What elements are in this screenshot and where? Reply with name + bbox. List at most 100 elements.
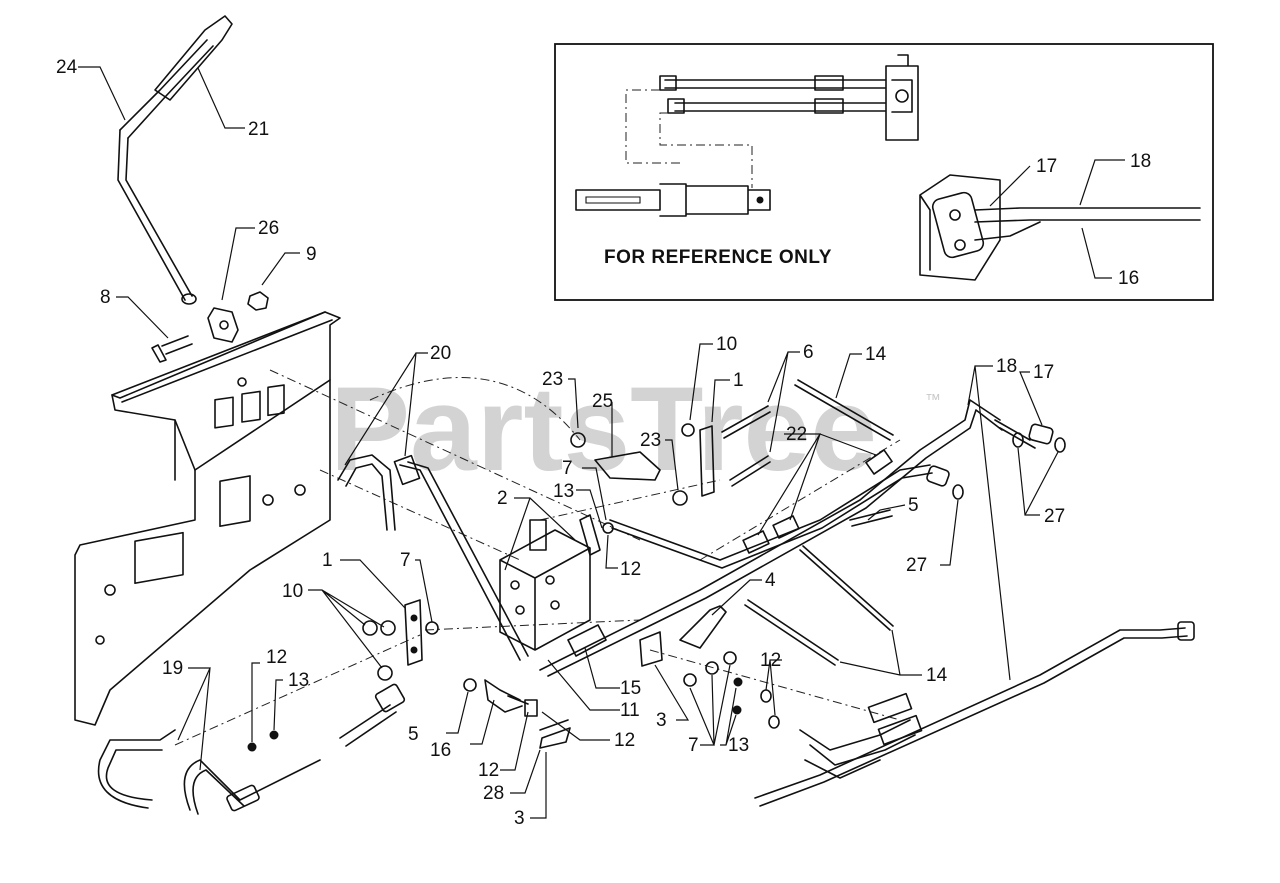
valve-port-3 [545,575,555,585]
leader-26 [221,227,255,301]
callout-1-left: 1 [322,550,333,571]
leader-1-top [711,379,730,423]
bolt-7-c [723,651,737,665]
fitting-17 [1028,423,1054,445]
callout-17: 17 [1033,362,1054,383]
inset-cylinder-pin [756,196,764,204]
leader-13-low [720,687,737,746]
inset-callout-16: 16 [1118,268,1139,289]
leader-27-mid [940,499,959,566]
nut-10-a [362,620,378,636]
callout-8: 8 [100,287,111,308]
leader-14-top [835,353,862,399]
leader-7-mid [582,467,607,521]
leader-22 [757,433,877,536]
callout-5-right: 5 [908,495,919,516]
washer-13-b [732,705,742,715]
callout-25: 25 [592,391,613,412]
leader-28 [510,749,541,794]
tie-rod-14-lower [744,599,839,666]
inset-fitting-d [814,98,844,114]
inset-fitting-c [814,75,844,91]
callout-23-top: 23 [542,369,563,390]
callout-3-low: 3 [514,808,525,829]
leader-19 [177,667,211,771]
leader-7-left [415,559,433,623]
callout-27-mid: 27 [906,555,927,576]
washer-12-left [247,742,257,752]
callout-12-mid: 12 [620,559,641,580]
callout-7-mid: 7 [562,458,573,479]
leader-18-main [967,365,1011,681]
tie-rod-14-upper [794,379,894,441]
hydraulic-hose-18 [539,399,1003,677]
callout-7-left: 7 [400,550,411,571]
tie-rod-14-middle [799,545,894,631]
leader-21 [197,67,245,129]
plate-outline [74,311,341,726]
inset-leader-18 [1079,159,1125,206]
leader-12-left [251,662,260,742]
washer-13-left [269,730,279,740]
callout-11: 11 [620,700,640,721]
washer-13-a [733,677,743,687]
cam-arm-25 [594,451,661,481]
bolt-5-right [849,509,893,527]
fitting-17-stem [994,419,1036,449]
leader-14-lower [839,629,922,676]
inset-leader-17 [989,165,1031,207]
leader-2 [504,497,576,571]
leader-12-mid [605,534,618,569]
callout-4: 4 [765,570,776,591]
o-ring-27-a [1012,432,1024,448]
callout-6: 6 [803,342,814,363]
leader-24 [78,66,126,121]
inset-caption: FOR REFERENCE ONLY [604,247,832,268]
leader-12-right [765,659,782,716]
plate-window [219,475,251,528]
inset-motor-hoses [974,207,1201,241]
return-hose-19 [183,759,321,815]
reference-inset: 17 18 16 FOR REFERENCE ONLY [554,43,1214,301]
leader-27-right [1017,447,1059,516]
inset-valve-port [895,89,909,103]
washer-12-a [760,689,772,703]
callout-7-low: 7 [688,735,699,756]
valve-port-1 [510,580,520,590]
lever-shaft-upper [119,39,214,139]
callout-10-top: 10 [716,334,737,355]
hydraulic-hose-22 [609,464,933,569]
callout-28: 28 [483,783,504,804]
callout-16: 16 [430,740,451,761]
valve-body [499,529,591,651]
fitting-12-lower [524,699,538,717]
plate-slot-b [241,390,261,423]
leader-7-low [689,664,731,746]
callout-12-low: 12 [478,760,499,781]
leader-1-left [340,559,406,609]
leader-10-left [308,589,385,669]
valve-port-2 [515,605,525,615]
watermark-trademark: ™ [925,392,941,409]
callout-27-right: 27 [1044,506,1065,527]
link-plate-13 [579,514,601,556]
lift-lever [117,15,233,305]
return-hose-left [337,454,396,531]
valve-port-4 [550,600,560,610]
hose-adapter-left [339,704,397,747]
callout-1-top: 1 [733,370,744,391]
locknut [247,291,269,311]
fitting-elbow-right [926,465,950,487]
callout-22: 22 [786,424,807,445]
callout-21: 21 [248,119,269,140]
rod-end-fitting [1177,621,1195,641]
nut-10-b [380,620,396,636]
inset-motor-port-b [954,239,966,251]
plate-cutout [134,531,184,585]
shoulder-bolt [151,335,193,363]
upper-link-1 [699,425,715,497]
hose-coupler-22c [865,449,893,475]
bolt-7-left [425,621,439,635]
leader-9 [261,252,300,286]
plate-hole-2 [294,484,306,496]
